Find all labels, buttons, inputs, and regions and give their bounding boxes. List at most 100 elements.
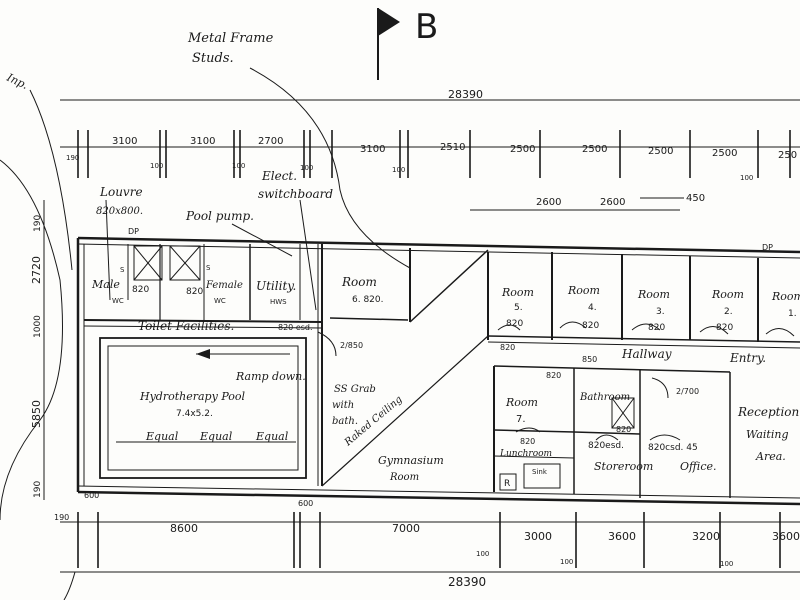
dim-top-seg-labels: 3100 3100 2700 3100 2510 2500 2500 2500 …: [112, 136, 797, 161]
section-marker: B: [415, 7, 438, 47]
dim-bottom-small: 100: [560, 558, 573, 566]
curve-left: [0, 159, 63, 521]
lunchroom: Lunchroom: [499, 449, 552, 459]
door-820: 820: [520, 437, 535, 446]
room-6-sub: 6. 820.: [352, 295, 384, 305]
dim-top-seg: 2500: [582, 144, 607, 155]
pool-outline: [99, 337, 307, 479]
dim-top-seg: 2510: [440, 142, 465, 153]
door-swings: [317, 321, 795, 441]
curve-bottom: [63, 571, 76, 601]
pool-inner: [107, 345, 299, 471]
door-820: 820: [132, 285, 149, 295]
entry: Entry.: [729, 351, 766, 365]
dim-top-total: 28390: [448, 88, 483, 101]
room-4-num: 4.: [588, 303, 597, 313]
note-ss-grab-2: with: [332, 400, 354, 411]
wc-label: WC: [214, 297, 226, 305]
area: Area.: [755, 450, 786, 463]
fridge-label: R: [504, 479, 510, 489]
dim-bot-600b: 600: [298, 499, 313, 508]
dim-bottom-small: 100: [720, 560, 733, 568]
dim-bottom-seg: 3200: [692, 530, 720, 543]
dim-left-1000: 1000: [33, 315, 43, 338]
bathroom: Bathroom: [579, 392, 630, 403]
sink-label: S: [120, 266, 125, 274]
dim-top-small: 100: [300, 164, 313, 172]
dim-top-small: 100: [392, 166, 405, 174]
note-ramp-down: Ramp down.: [235, 370, 306, 383]
door-2850: 2/850: [340, 341, 363, 350]
dim-top-seg: 2500: [712, 148, 737, 159]
dim-bot-600a: 600: [84, 491, 99, 500]
pool-label: Hydrotherapy Pool: [139, 390, 246, 403]
dim-left-2720: 2720: [30, 256, 43, 284]
room-7: Room: [505, 396, 538, 409]
hws-label: HWS: [270, 298, 287, 306]
door-820: 820: [616, 425, 631, 434]
leader-pool-pump: [231, 223, 293, 257]
door-820: 820: [546, 371, 561, 380]
room-2: Room: [711, 288, 744, 301]
hall-num: 850: [582, 355, 597, 364]
leader-elect: [299, 199, 317, 311]
dim-top-seg: 250: [778, 150, 797, 161]
dim-top-small: 190: [66, 154, 79, 162]
note-metal-frame-2: Studs.: [192, 51, 234, 66]
leader-inp: [29, 89, 73, 271]
room-gym-2: Room: [389, 472, 419, 483]
note-inp: Inp.: [4, 71, 30, 92]
door-820: 820: [186, 287, 203, 297]
reception: Reception /: [737, 405, 800, 419]
note-ss-grab-3: bath.: [332, 416, 358, 427]
dim-top-seg: 3100: [360, 144, 385, 155]
sink-text: Sink: [532, 468, 548, 476]
note-louvre-2: 820x800.: [96, 206, 143, 217]
door-esd: 820 esd.: [278, 323, 313, 332]
note-louvre-1: Louvre: [99, 185, 143, 199]
storeroom: Storeroom: [594, 460, 653, 473]
building-walls: [76, 236, 800, 506]
hallway: Hallway: [621, 347, 672, 361]
room-2-door: 820: [716, 323, 733, 333]
room-toilet: Toilet Facilities.: [138, 319, 234, 333]
equal-3: Equal: [255, 430, 289, 443]
dim-bottom-total: 28390: [448, 575, 486, 589]
waiting: Waiting: [746, 428, 789, 441]
office-door: 820csd. 45: [648, 443, 698, 453]
dim-top-seg: 3100: [112, 136, 137, 147]
wc-label: WC: [112, 297, 124, 305]
equal-1: Equal: [145, 430, 179, 443]
dim-top-seg: 3100: [190, 136, 215, 147]
note-elect-2: switchboard: [258, 187, 333, 201]
door-2700: 2/700: [676, 387, 699, 396]
room-3: Room: [637, 288, 670, 301]
dim-bottom-small: 100: [476, 550, 489, 558]
dim-bottom-seg: 8600: [170, 522, 198, 535]
dim-left-190b: 190: [33, 481, 43, 498]
room-4: Room: [567, 284, 600, 297]
room-5: Room: [501, 286, 534, 299]
room-5-door: 820: [506, 319, 523, 329]
room-labels: Male Female WC WC S S 820 820 Utility. H…: [91, 264, 800, 491]
room-5-num: 5.: [514, 303, 523, 313]
dim-top-second: 2600: [600, 197, 625, 208]
door-820: 820: [500, 343, 515, 352]
dim-top-seg: 2500: [648, 146, 673, 157]
leader-louvre: [105, 199, 111, 301]
sink-label: S: [206, 264, 211, 272]
room-6: Room: [341, 275, 377, 289]
dim-left-190: 190: [33, 215, 43, 232]
note-dp: DP: [762, 243, 773, 252]
equal-2: Equal: [199, 430, 233, 443]
room-3-door: 820: [648, 323, 665, 333]
flag-icon: [378, 8, 400, 36]
sink-unit: [523, 463, 561, 489]
dim-top-seg: 2700: [258, 136, 283, 147]
room-utility: Utility.: [256, 279, 296, 293]
dim-bot-190: 190: [54, 513, 69, 522]
room-4-door: 820: [582, 321, 599, 331]
room-female: Female: [205, 280, 243, 291]
